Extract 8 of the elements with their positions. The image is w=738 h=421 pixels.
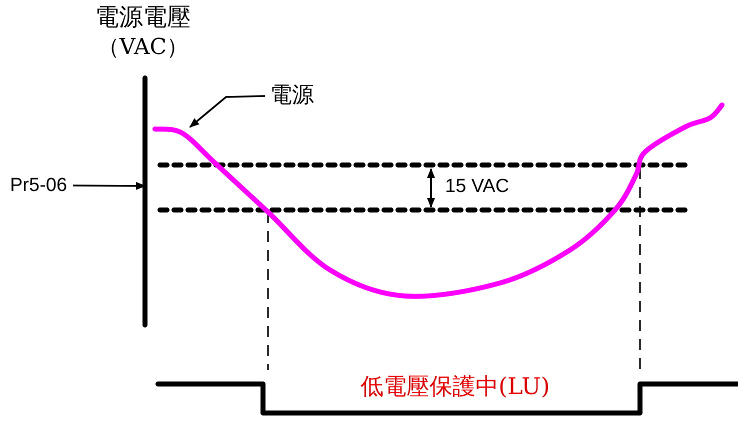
axis-title: 電源電壓: [95, 5, 191, 29]
leader-arrow: [189, 95, 266, 128]
dimension-label: 15 VAC: [445, 177, 510, 196]
axis-unit: （VAC）: [98, 37, 189, 59]
status-label: 低電壓保護中(LU): [360, 376, 550, 399]
curve-label: 電源: [270, 85, 314, 107]
parameter-label: Pr5-06: [10, 176, 68, 195]
vertical-axis: [142, 76, 148, 328]
